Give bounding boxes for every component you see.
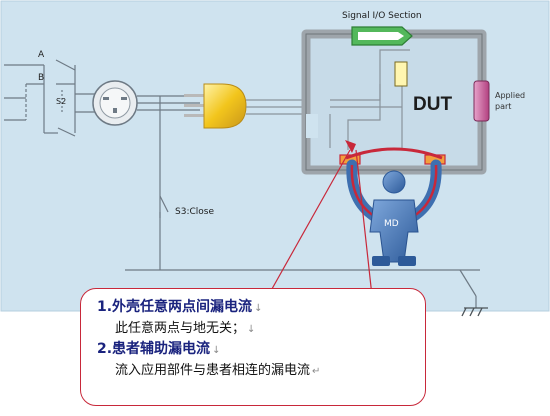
callout-item2-title: 2.患者辅助漏电流 — [97, 341, 211, 357]
return-mark: ↵ — [312, 366, 321, 377]
down-arrow-mark: ↓ — [247, 324, 256, 335]
supply-lines — [4, 59, 95, 137]
fuse — [394, 61, 408, 87]
callout-item1-title-line: 1.外壳任意两点间漏电流↓ — [97, 297, 425, 318]
callout-item1-title: 1.外壳任意两点间漏电流 — [97, 299, 253, 315]
down-arrow-mark: ↓ — [254, 303, 263, 314]
label-b: B — [38, 73, 44, 83]
md-label: MD — [384, 219, 399, 229]
signal-io-label: Signal I/O Section — [342, 11, 422, 21]
signal-io-arrow-inner — [358, 32, 404, 40]
ground-symbol-icon — [461, 307, 488, 317]
callout-item2-desc: 流入应用部件与患者相连的漏电流 — [115, 363, 311, 378]
dut-label: DUT — [413, 94, 452, 115]
callout-item2-desc-line: 流入应用部件与患者相连的漏电流↵ — [97, 360, 425, 381]
callout-pointer-lines — [267, 149, 373, 297]
explanation-callout: 1.外壳任意两点间漏电流↓ 此任意两点与地无关；↓ 2.患者辅助漏电流↓ 流入应… — [80, 288, 426, 406]
callout-item1-desc-line: 此任意两点与地无关；↓ — [97, 318, 425, 339]
label-s2: S2 — [56, 97, 66, 106]
power-socket — [92, 80, 138, 126]
callout-item2-title-line: 2.患者辅助漏电流↓ — [97, 339, 425, 360]
mains-plug — [184, 83, 247, 129]
callout-item1-desc: 此任意两点与地无关； — [115, 321, 246, 336]
dut-enclosure — [301, 29, 487, 175]
applied-part-label-line2: part — [495, 102, 511, 111]
dut-internal-wiring — [329, 49, 410, 150]
s3-label: S3:Close — [175, 207, 214, 217]
down-arrow-mark: ↓ — [212, 345, 221, 356]
ground-line — [125, 269, 480, 308]
label-a: A — [38, 50, 45, 60]
applied-part-label-line1: Applied — [495, 91, 525, 100]
callout-arrowhead — [345, 140, 356, 153]
applied-part — [473, 80, 490, 122]
md-figure — [345, 147, 443, 266]
s3-switch — [159, 195, 169, 218]
